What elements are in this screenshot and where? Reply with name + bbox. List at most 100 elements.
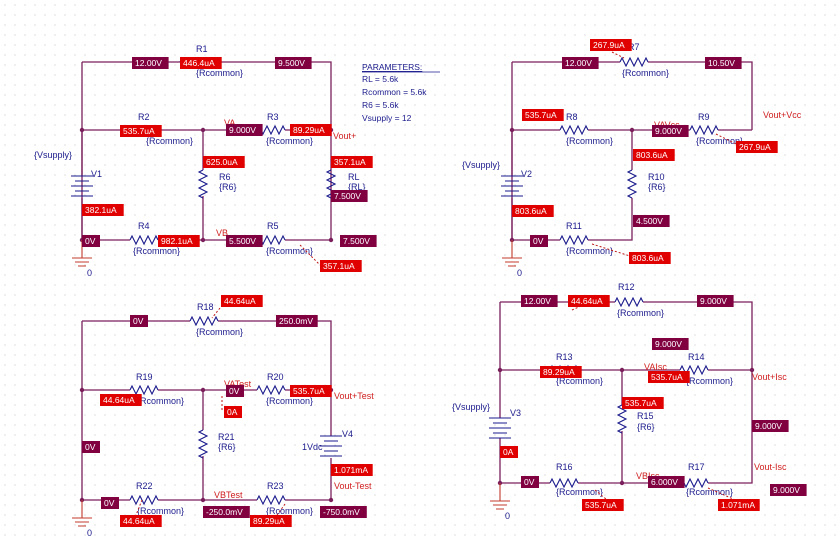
resistor-r4[interactable] [129, 234, 159, 246]
voltage-marker-18[interactable]: -250.0mV [203, 506, 250, 518]
voltage-marker-22[interactable]: 9.000V [652, 338, 689, 350]
current-marker-26[interactable]: 1.071mA [718, 499, 760, 511]
current-marker-2[interactable]: 535.7uA [120, 125, 162, 137]
current-marker-value: 625.0uA [206, 157, 238, 167]
current-marker-box [331, 156, 373, 168]
voltage-marker-25[interactable]: 9.000V [752, 420, 789, 432]
voltage-marker-1[interactable]: 12.00V [132, 57, 169, 69]
voltage-marker-3[interactable]: 9.000V [226, 124, 263, 136]
resistor-r9[interactable] [689, 124, 719, 136]
voltage-marker-20[interactable]: 12.00V [521, 295, 558, 307]
voltage-marker-8[interactable]: 12.00V [562, 57, 599, 69]
current-marker-box [633, 149, 675, 161]
current-marker-3[interactable]: 89.29uA [290, 124, 332, 136]
resistor-r6[interactable] [197, 169, 209, 199]
r9-ref: R9 [698, 112, 710, 122]
resistor-r18[interactable] [189, 315, 219, 327]
voltage-marker-16[interactable]: 0V [101, 497, 119, 509]
voltage-marker-7[interactable]: 0V [82, 235, 100, 247]
current-marker-17[interactable]: 0A [224, 406, 242, 418]
voltage-marker-9[interactable]: 10.50V [705, 57, 742, 69]
resistor-r8[interactable] [559, 124, 589, 136]
current-marker-18[interactable]: 44.64uA [120, 515, 162, 527]
resistor-r14[interactable] [679, 364, 709, 376]
current-marker-8[interactable]: 357.1uA [320, 260, 362, 272]
node-label-vout-plus-vcc: Vout+Vcc [763, 110, 802, 120]
current-marker-value: 89.29uA [293, 125, 325, 135]
voltage-marker-11[interactable]: 4.500V [633, 215, 670, 227]
resistor-r15[interactable] [616, 404, 628, 434]
current-marker-16[interactable]: 44.64uA [100, 394, 142, 406]
current-marker-13[interactable]: 803.6uA [512, 205, 554, 217]
r16-ref: R16 [556, 462, 573, 472]
current-marker-28[interactable]: 535.7uA [290, 385, 332, 397]
voltage-marker-box [331, 190, 368, 202]
parameters-block[interactable]: PARAMETERS: RL = 5.6k Rcommon = 5.6k R6 … [362, 62, 440, 123]
current-marker-7[interactable]: 982.1uA [158, 235, 200, 247]
current-marker-box [320, 260, 362, 272]
node-label-vout-minus-test: Vout-Test [334, 481, 372, 491]
current-marker-value: 357.1uA [323, 261, 355, 271]
current-marker-22[interactable]: 535.7uA [648, 371, 690, 383]
current-marker-box [736, 141, 778, 153]
resistor-rl[interactable] [325, 169, 337, 199]
current-marker-19[interactable]: 89.29uA [250, 515, 292, 527]
voltage-marker-26[interactable]: 9.000V [770, 484, 807, 496]
voltage-marker-value: 7.500V [334, 191, 361, 201]
current-marker-20[interactable]: 44.64uA [568, 295, 610, 307]
voltage-marker-17[interactable]: 0V [226, 385, 244, 397]
current-marker-value: 1.071mA [721, 500, 755, 510]
voltage-marker-value: 6.000V [651, 477, 678, 487]
voltage-marker-12[interactable]: 0V [530, 235, 548, 247]
voltage-marker-19[interactable]: -750.0mV [320, 506, 367, 518]
voltage-marker-box [633, 215, 670, 227]
voltage-marker-23[interactable]: 0V [521, 476, 539, 488]
current-marker-box [203, 156, 245, 168]
node-label-vout-plus: Vout+ [333, 131, 356, 141]
source-v3[interactable] [489, 417, 511, 439]
voltage-marker-10[interactable]: 9.000V [652, 125, 689, 137]
resistor-r10[interactable] [626, 169, 638, 199]
current-marker-1[interactable]: 446.4uA [180, 57, 222, 69]
current-marker-21[interactable]: 89.29uA [540, 366, 582, 378]
resistor-r23[interactable] [256, 494, 286, 506]
resistor-r21[interactable] [197, 429, 209, 459]
current-marker-6[interactable]: 382.1uA [82, 204, 124, 216]
r19-value: {Rcommon} [137, 396, 184, 406]
resistor-r19[interactable] [129, 384, 159, 396]
node-label-vout-minus-isc: Vout-Isc [754, 462, 787, 472]
current-marker-4[interactable]: 625.0uA [203, 156, 245, 168]
current-marker-15[interactable]: 44.64uA [221, 295, 263, 307]
ground-label-1: 0 [87, 268, 92, 278]
voltage-marker-2[interactable]: 9.500V [275, 57, 312, 69]
voltage-marker-24[interactable]: 6.000V [648, 476, 685, 488]
current-marker-27[interactable]: 1.071mA [331, 464, 373, 476]
resistor-r7[interactable] [619, 56, 649, 68]
current-marker-10[interactable]: 535.7uA [522, 109, 564, 121]
voltage-marker-5[interactable]: 7.500V [331, 190, 368, 202]
voltage-marker-box [82, 441, 100, 453]
current-marker-12[interactable]: 803.6uA [633, 149, 675, 161]
circuit-3 [79, 320, 334, 503]
resistor-r11[interactable] [559, 234, 589, 246]
resistor-r12[interactable] [614, 296, 644, 308]
current-marker-9[interactable]: 267.9uA [590, 39, 632, 51]
source-v4[interactable] [320, 435, 342, 457]
voltage-marker-6[interactable]: 7.500V [340, 235, 377, 247]
voltage-marker-14[interactable]: 250.0mV [276, 315, 318, 327]
voltage-marker-15[interactable]: 0V [82, 441, 100, 453]
current-marker-23[interactable]: 535.7uA [622, 397, 664, 409]
current-marker-11[interactable]: 267.9uA [736, 141, 778, 153]
voltage-marker-13[interactable]: 0V [130, 315, 148, 327]
current-marker-25[interactable]: 535.7uA [582, 499, 624, 511]
current-marker-5[interactable]: 357.1uA [331, 156, 373, 168]
resistor-r22[interactable] [129, 494, 159, 506]
resistor-r16[interactable] [549, 477, 579, 489]
voltage-marker-4[interactable]: 5.500V [226, 235, 263, 247]
voltage-marker-21[interactable]: 9.000V [697, 295, 734, 307]
current-marker-14[interactable]: 803.6uA [629, 252, 671, 264]
current-marker-24[interactable]: 0A [500, 446, 518, 458]
resistor-r20[interactable] [256, 384, 286, 396]
current-marker-value: 44.64uA [224, 296, 256, 306]
